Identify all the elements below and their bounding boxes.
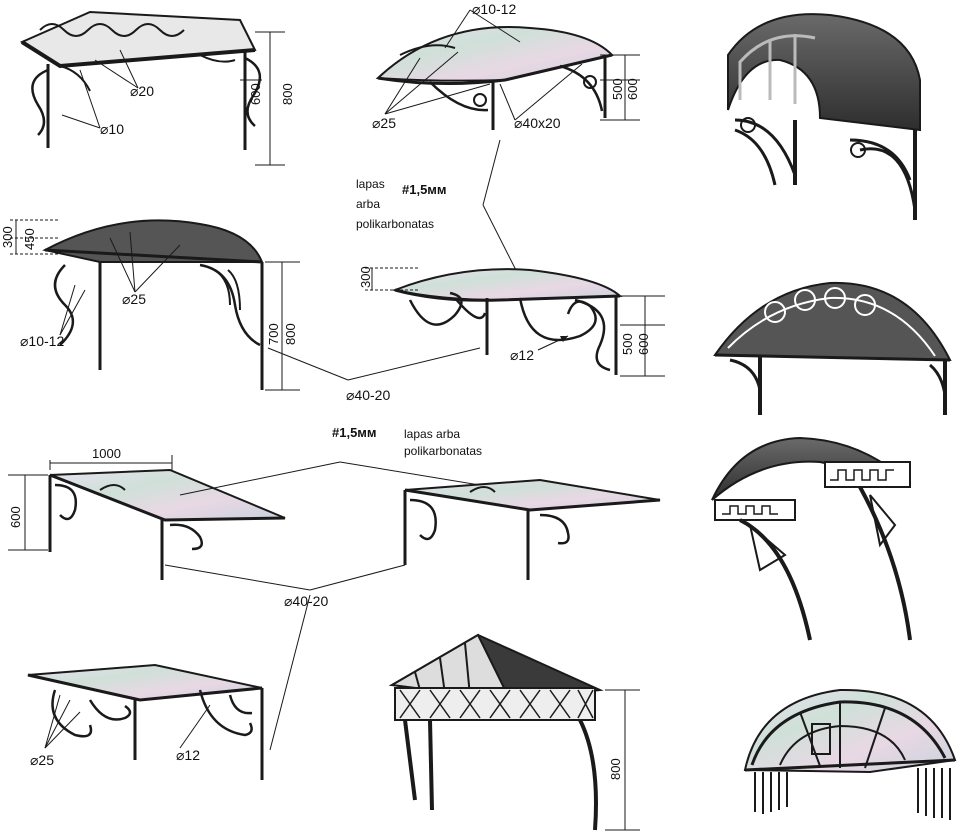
canopy-10-dimensions: [44, 694, 211, 749]
dim-800-c: 800: [608, 758, 623, 780]
dim-600-a: 600: [248, 83, 263, 105]
dia-40x20-label: ⌀40x20: [514, 115, 561, 131]
dim-800-b: 800: [283, 323, 298, 345]
dia-10-12-top-label: ⌀10-12: [472, 1, 516, 17]
dim-450: 450: [22, 228, 37, 250]
canopy-6-barrel-rings: [713, 281, 952, 415]
material-note-2-line-1: lapas arba: [404, 427, 460, 441]
dim-300-a: 300: [0, 226, 15, 248]
canopy-11-dimensions: [605, 689, 640, 831]
dia-25-c-label: ⌀25: [30, 752, 54, 768]
arrow-head-icon: [560, 336, 568, 342]
sheet-thickness-2: #1,5мм: [332, 425, 377, 440]
canopy-4-dimensions: [10, 219, 349, 391]
dia-10-12-mid-label: ⌀10-12: [20, 333, 64, 349]
dia-40-20-a-label: ⌀40-20: [346, 387, 390, 403]
dia-10-label: ⌀10: [100, 121, 124, 137]
dia-25-b-label: ⌀25: [122, 291, 146, 307]
dim-300-b: 300: [358, 266, 373, 288]
dim-600-c: 600: [636, 333, 651, 355]
dia-12-a-label: ⌀12: [510, 347, 534, 363]
dim-500-b: 500: [620, 333, 635, 355]
canopy-1-flat-scroll-frieze: [19, 10, 262, 150]
canopy-5-arched-glass-scroll: [391, 268, 623, 375]
canopy-2-arched-glass: [375, 26, 614, 130]
material-note-2-line-2: polikarbonatas: [404, 444, 482, 458]
canopy-11-gabled-lattice: [388, 633, 604, 831]
canopy-9-greek-key-barrel: [711, 436, 912, 641]
material-note-1-line-2: arba: [356, 197, 380, 211]
canopy-12-semicircle-glass: [743, 688, 957, 820]
sheet-thickness-1: #1,5мм: [402, 182, 447, 197]
dim-500-a: 500: [610, 78, 625, 100]
canopy-1-dimensions: [61, 31, 285, 166]
material-note-1-line-3: polikarbonatas: [356, 217, 434, 231]
canopy-5-dimensions: [347, 267, 665, 381]
canopy-10-flat-glass-bottom: [27, 663, 264, 780]
canopy-4-arched-dark: [42, 219, 264, 390]
dia-25-a-label: ⌀25: [372, 115, 396, 131]
dim-700: 700: [266, 323, 281, 345]
dim-1000: 1000: [92, 446, 121, 461]
dia-12-b-label: ⌀12: [176, 747, 200, 763]
canopy-8-flat-glass-center: [403, 478, 661, 580]
canopy-7-flat-glass-left: [48, 468, 286, 580]
canopy-3-dark-barrel: [727, 13, 921, 220]
dim-600-d: 600: [8, 506, 23, 528]
dim-600-b: 600: [625, 78, 640, 100]
material-note-1-line-1: lapas: [356, 177, 385, 191]
dia-20-label: ⌀20: [130, 83, 154, 99]
dim-800-a: 800: [280, 83, 295, 105]
dia-40-20-b-label: ⌀40-20: [284, 593, 328, 609]
